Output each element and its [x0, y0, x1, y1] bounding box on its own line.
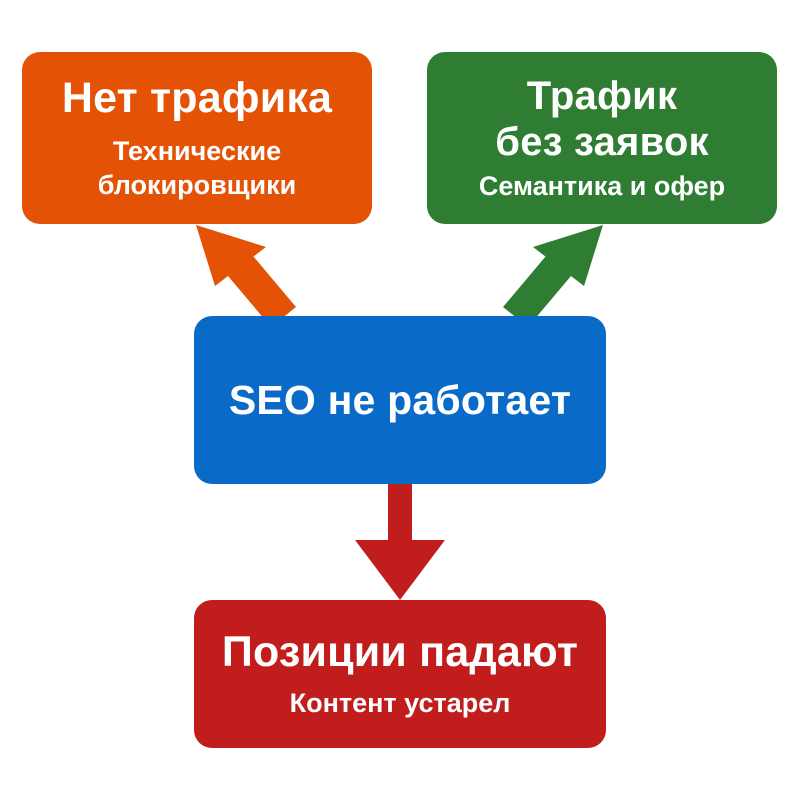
node-title: Нет трафика	[61, 74, 333, 122]
node-subtitle: Технические блокировщики	[98, 134, 296, 202]
node-title: Позиции падают	[221, 628, 579, 676]
arrow-shaft-red	[388, 482, 412, 544]
arrow-shaft-green	[503, 256, 571, 327]
arrow-head-orange	[196, 225, 266, 286]
node-seo-not-working: SEO не работает	[194, 316, 606, 484]
node-title: SEO не работает	[228, 377, 572, 423]
arrow-to-traffic-no-leads	[503, 225, 603, 327]
node-positions-falling: Позиции падают Контент устарел	[194, 600, 606, 748]
node-subtitle: Семантика и офер	[478, 171, 726, 201]
arrow-shaft-orange	[228, 256, 296, 327]
arrow-to-positions-falling	[355, 482, 445, 600]
title-line: Трафик	[526, 74, 678, 118]
arrow-head-red	[355, 540, 445, 600]
node-title: Трафик без заявок	[495, 73, 708, 165]
arrow-head-green	[533, 225, 603, 286]
node-traffic-no-leads: Трафик без заявок Семантика и офер	[427, 52, 777, 224]
title-line: без заявок	[495, 120, 709, 164]
node-no-traffic: Нет трафика Технические блокировщики	[22, 52, 372, 224]
subtitle-line: блокировщики	[97, 170, 297, 200]
node-subtitle: Контент устарел	[289, 688, 511, 718]
subtitle-line: Технические	[112, 136, 282, 166]
arrow-to-no-traffic	[196, 225, 296, 327]
